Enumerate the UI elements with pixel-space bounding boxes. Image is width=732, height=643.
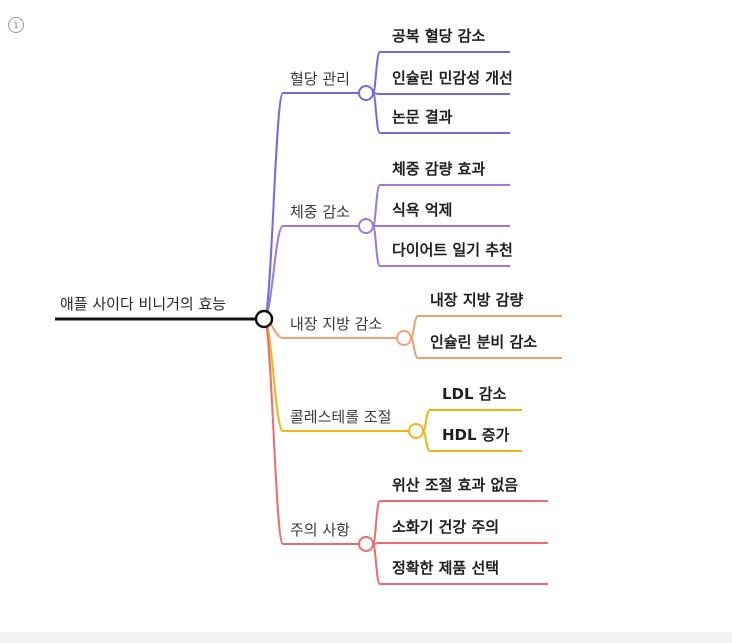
leaf-label: 내장 지방 감량 [430, 291, 524, 309]
leaf-connector [372, 92, 510, 95]
branch-node [358, 218, 374, 234]
info-icon[interactable]: i [8, 17, 24, 33]
branch-connector [263, 92, 359, 320]
leaf-label: 인슐린 분비 감소 [430, 333, 538, 351]
branch-node [396, 330, 412, 346]
branch-node [358, 536, 374, 552]
leaf-label: 논문 결과 [392, 108, 453, 126]
branch-label-weight-loss: 체중 감소 [290, 203, 350, 221]
branch-connector [263, 318, 359, 545]
branch-label-cautions: 주의 사항 [290, 521, 350, 539]
root-node [254, 309, 274, 329]
leaf-label: 인슐린 민감성 개선 [392, 69, 513, 87]
branch-label-cholesterol: 콜레스테롤 조절 [290, 408, 392, 426]
leaf-label: 소화기 건강 주의 [392, 518, 500, 536]
branch-label-blood-sugar: 혈당 관리 [290, 70, 350, 88]
bottom-bar [0, 632, 732, 643]
leaf-label: 공복 혈당 감소 [392, 27, 486, 45]
branch-node [408, 423, 424, 439]
branch-connector [263, 225, 359, 320]
leaf-label: LDL 감소 [442, 385, 507, 403]
leaf-label: 체중 감량 효과 [392, 160, 486, 178]
branch-label-visceral-fat: 내장 지방 감소 [290, 315, 383, 333]
root-label: 애플 사이다 비니거의 효능 [60, 295, 227, 313]
leaf-label: 다이어트 일기 추천 [392, 241, 513, 259]
leaf-label: 정확한 제품 선택 [392, 559, 500, 577]
leaf-label: 식욕 억제 [392, 201, 453, 219]
branch-node [358, 85, 374, 101]
leaf-connector [372, 542, 548, 545]
leaf-label: 위산 조절 효과 없음 [392, 476, 519, 494]
leaf-label: HDL 증가 [442, 426, 510, 444]
